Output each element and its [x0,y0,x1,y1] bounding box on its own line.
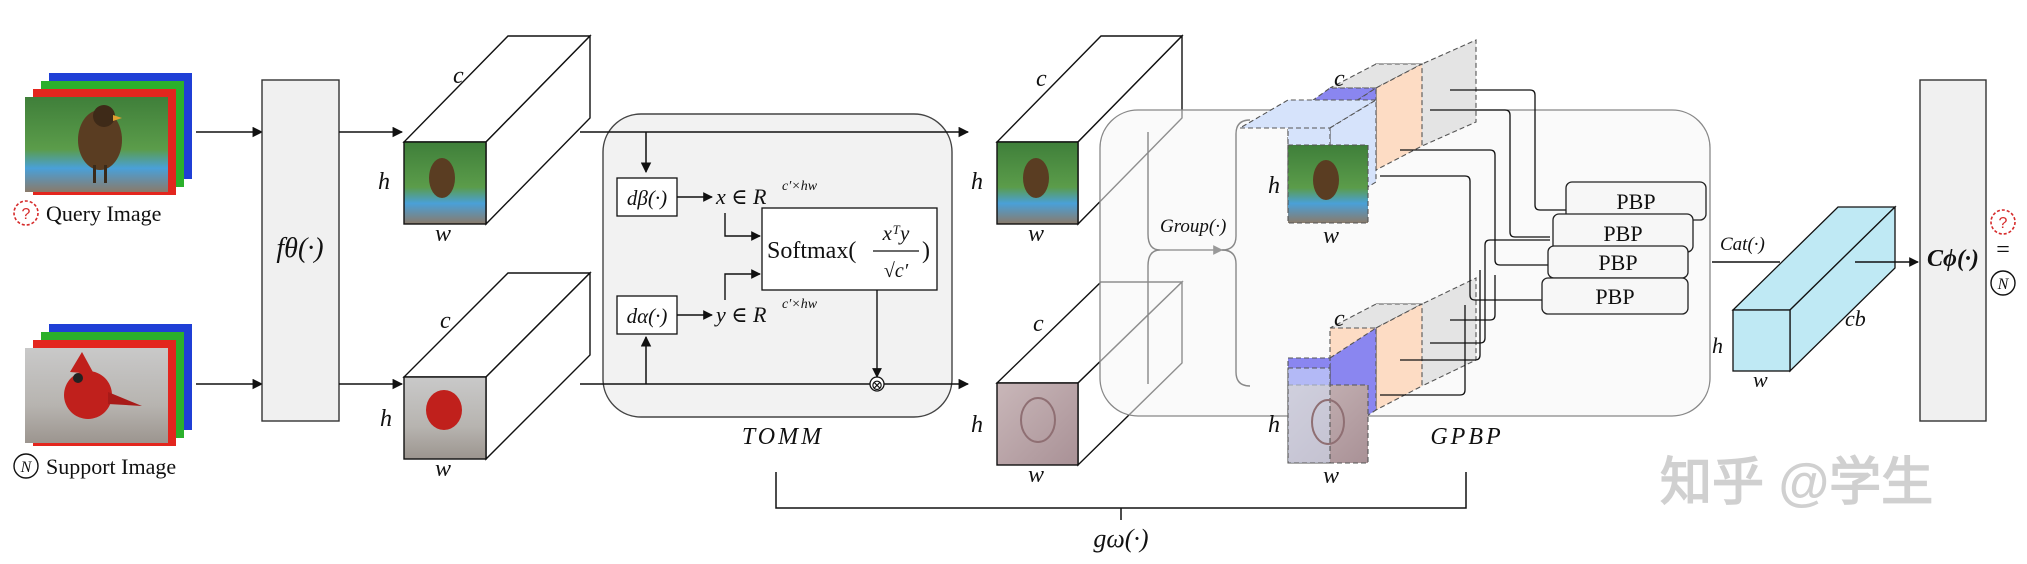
bilinear-h: h [1712,333,1723,358]
query-feature-w: w [435,221,451,247]
softmax-numerator: xᵀy [882,221,910,245]
tomm-title: TOMM [742,424,824,450]
d-alpha-label: dα(·) [627,304,668,328]
query-label-group: ? Query Image [13,200,161,226]
bilinear-feature-cuboid: h w cb [1712,205,1897,392]
support-feature-c: c [440,308,451,334]
x-to-softmax-arrow [724,213,761,241]
support-refined-w: w [1028,462,1044,488]
support-grouped-h: h [1268,412,1280,438]
softmax-denominator: √c′ [884,260,909,282]
query-grouped-h: h [1268,173,1280,199]
support-image-label: Support Image [46,454,176,479]
y-superscript: c′×hw [782,297,818,312]
pbp-label-4: PBP [1595,284,1634,309]
support-marker: N [20,459,33,476]
watermark: 知乎 @学生 [1660,454,1933,512]
support-grouped-w: w [1323,463,1339,489]
pbp-connectors [1380,89,1566,396]
bilinear-cb: cb [1845,306,1866,331]
query-grouped-cuboid: c h w [1237,39,1477,249]
support-refined-h: h [971,412,983,438]
group-bracket-top [1221,119,1251,251]
output-prediction: ? = N [1990,209,2016,296]
support-label-group: N Support Image [13,453,176,479]
softmax-box [761,207,938,291]
query-refined-w: w [1028,221,1044,247]
embedding-block [261,79,340,422]
query-refined-h: h [971,169,983,195]
output-class-marker: N [1997,276,2010,293]
query-grouped-w: w [1323,223,1339,249]
pbp-stack: PBP PBP PBP PBP [1541,181,1707,315]
pbp-box-4 [1541,277,1689,315]
pbp-label-2: PBP [1603,221,1642,246]
support-bird-image [25,348,168,443]
d-beta-box [616,177,678,217]
x-equation: x ∈ R [715,184,767,209]
query-image-label: Query Image [46,201,161,226]
query-grouped-c: c [1334,66,1345,92]
softmax-label: Softmax( [767,238,856,264]
support-image-stack [25,324,192,446]
query-image-stack [25,73,192,195]
d-alpha-box [616,295,678,335]
support-feature-h: h [380,406,392,432]
support-refined-c: c [1033,311,1044,337]
d-beta-label: dβ(·) [627,186,667,210]
support-feature-cuboid: c h w [380,271,592,482]
cat-label: Cat(·) [1720,234,1765,255]
support-refined-face [996,382,1079,466]
output-query-marker: ? [1999,215,2008,232]
bilinear-w: w [1753,367,1768,392]
x-superscript: c′×hw [782,179,818,194]
y-equation: y ∈ R [714,302,767,327]
embedding-label: fθ(·) [276,233,323,264]
support-feature-w: w [435,456,451,482]
multiply-symbol: ⊗ [871,378,884,394]
classifier-label: Cϕ(·) [1927,246,1979,272]
query-feature-h: h [378,169,390,195]
query-bird-image [25,97,168,192]
query-refined-c: c [1036,66,1047,92]
pbp-label-3: PBP [1598,250,1637,275]
classifier-block [1919,79,1987,422]
y-to-softmax-arrow [724,269,761,300]
multiply-circle [869,376,885,392]
query-marker-circle [13,200,39,226]
g-omega-bracket [775,472,1467,509]
query-feature-cuboid: c h w [378,34,592,247]
output-equals: = [1996,237,2010,263]
support-marker-circle [13,453,39,479]
group-bracket-bottom [1221,249,1251,387]
pbp-label-1: PBP [1616,189,1655,214]
support-grouped-c: c [1334,306,1345,332]
query-feature-c: c [453,63,464,89]
group-label: Group(·) [1160,216,1226,237]
support-grouped-cuboid: c h w [1268,277,1477,489]
g-omega-label: gω(·) [1093,524,1148,553]
softmax-close: ) [922,238,930,264]
gpbp-title: GPBP [1430,424,1503,450]
query-marker: ? [22,206,31,223]
